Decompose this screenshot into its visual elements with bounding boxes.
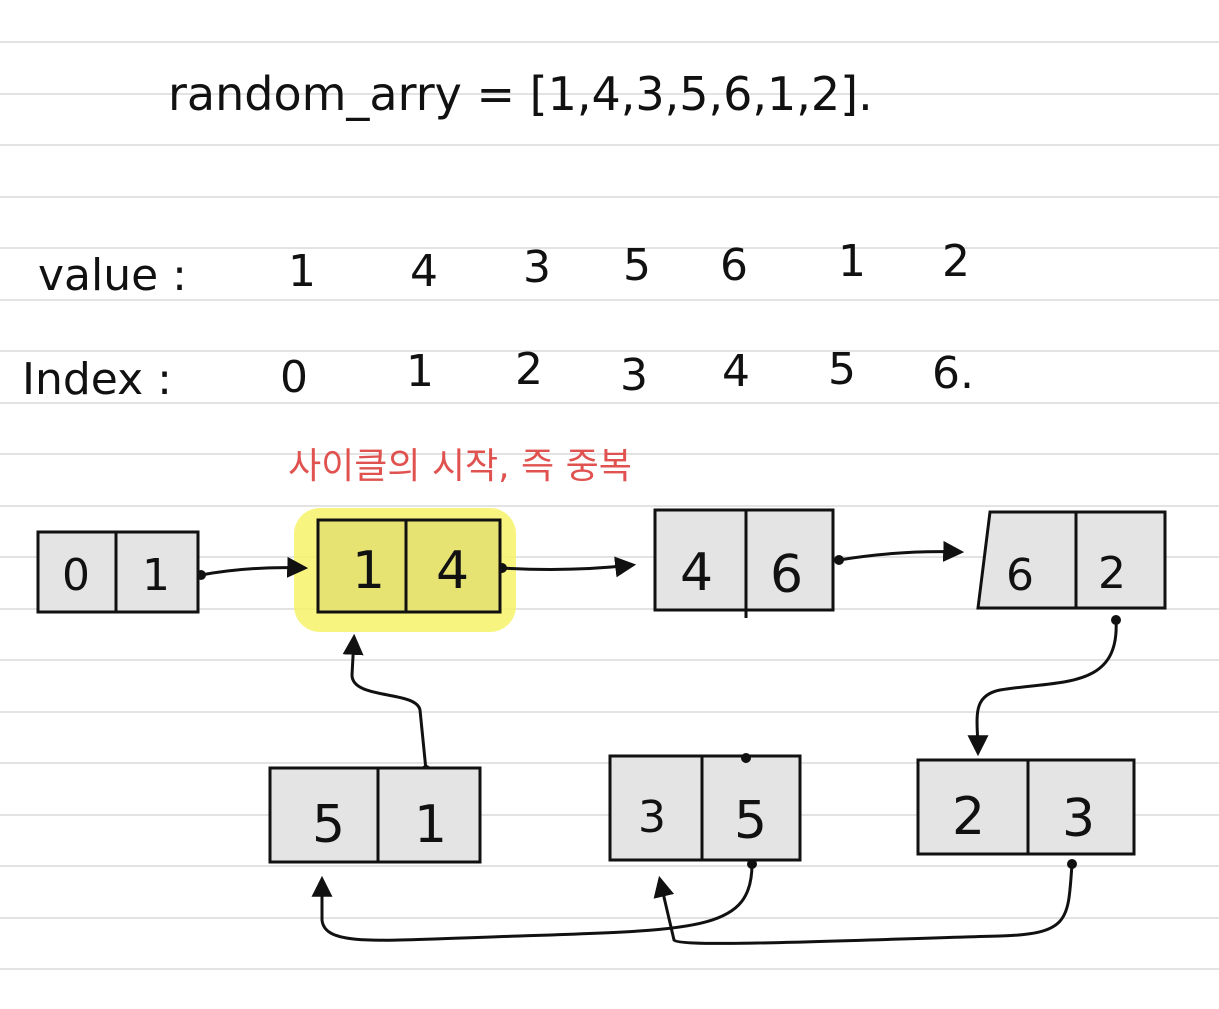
index-1: 1 [406, 346, 434, 397]
node-n5-right: 1 [414, 795, 447, 855]
index-row-values: 0 1 2 3 4 5 6. [280, 344, 974, 403]
value-3: 5 [623, 240, 651, 291]
node-n4-right: 6 [770, 545, 803, 605]
value-0: 1 [288, 246, 316, 297]
node-n2: 2 3 [916, 758, 1136, 856]
value-row-label: value : [38, 250, 187, 301]
node-n3-left: 3 [638, 792, 666, 843]
node-n0-right: 1 [142, 550, 170, 601]
arrow-n4-to-n6 [837, 540, 965, 562]
value-6: 2 [942, 236, 970, 287]
value-2: 3 [523, 242, 551, 293]
index-4: 4 [722, 346, 750, 397]
arrow-n0-to-n1 [199, 556, 309, 578]
node-n2-box [916, 758, 1136, 856]
node-n6-right: 2 [1098, 548, 1126, 599]
ruled-lines [0, 41, 1219, 970]
node-n3-top-dot [741, 753, 751, 763]
value-5: 1 [838, 236, 866, 287]
index-6: 6. [932, 348, 974, 399]
node-n0: 0 1 [36, 530, 200, 614]
node-n2-left: 2 [952, 787, 985, 847]
arrow-n1-to-n4 [500, 556, 637, 578]
node-n4-box [653, 508, 835, 612]
index-5: 5 [828, 344, 856, 395]
node-n1: 1 4 [316, 518, 502, 614]
node-n1-box [316, 518, 502, 614]
node-n6-box [976, 510, 1167, 610]
index-2: 2 [515, 344, 543, 395]
arrow-n3-to-n5 [311, 862, 754, 942]
value-1: 4 [410, 246, 438, 297]
value-4: 6 [720, 240, 748, 291]
node-n3-right: 5 [734, 791, 767, 851]
node-n4: 4 6 [653, 508, 835, 618]
node-n3: 3 5 [608, 753, 802, 862]
node-n0-left: 0 [62, 550, 90, 601]
node-n1-left: 1 [352, 541, 385, 601]
arrow-n2-to-n3 [653, 862, 1074, 945]
array-title: random_arry = [1,4,3,5,6,1,2]. [168, 67, 873, 121]
arrow-n6-to-n2 [967, 618, 1118, 757]
cycle-start-annotation: 사이클의 시작, 즉 중복 [288, 446, 632, 487]
node-n5-left: 5 [312, 795, 345, 855]
node-n2-right: 3 [1062, 789, 1095, 849]
node-n1-right: 4 [436, 541, 469, 601]
node-n4-left: 4 [680, 543, 713, 603]
arrow-n5-to-n1 [342, 633, 428, 772]
node-n6-left: 6 [1006, 550, 1034, 601]
node-n5: 5 1 [268, 766, 482, 864]
value-row-values: 1 4 3 5 6 1 2 [288, 236, 970, 297]
index-3: 3 [620, 350, 648, 401]
node-n6: 6 2 [976, 510, 1167, 610]
node-n3-box [608, 754, 802, 862]
node-n0-box [36, 530, 200, 614]
index-0: 0 [280, 352, 308, 403]
index-row-label: Index : [22, 354, 172, 405]
node-n5-box [268, 766, 482, 864]
